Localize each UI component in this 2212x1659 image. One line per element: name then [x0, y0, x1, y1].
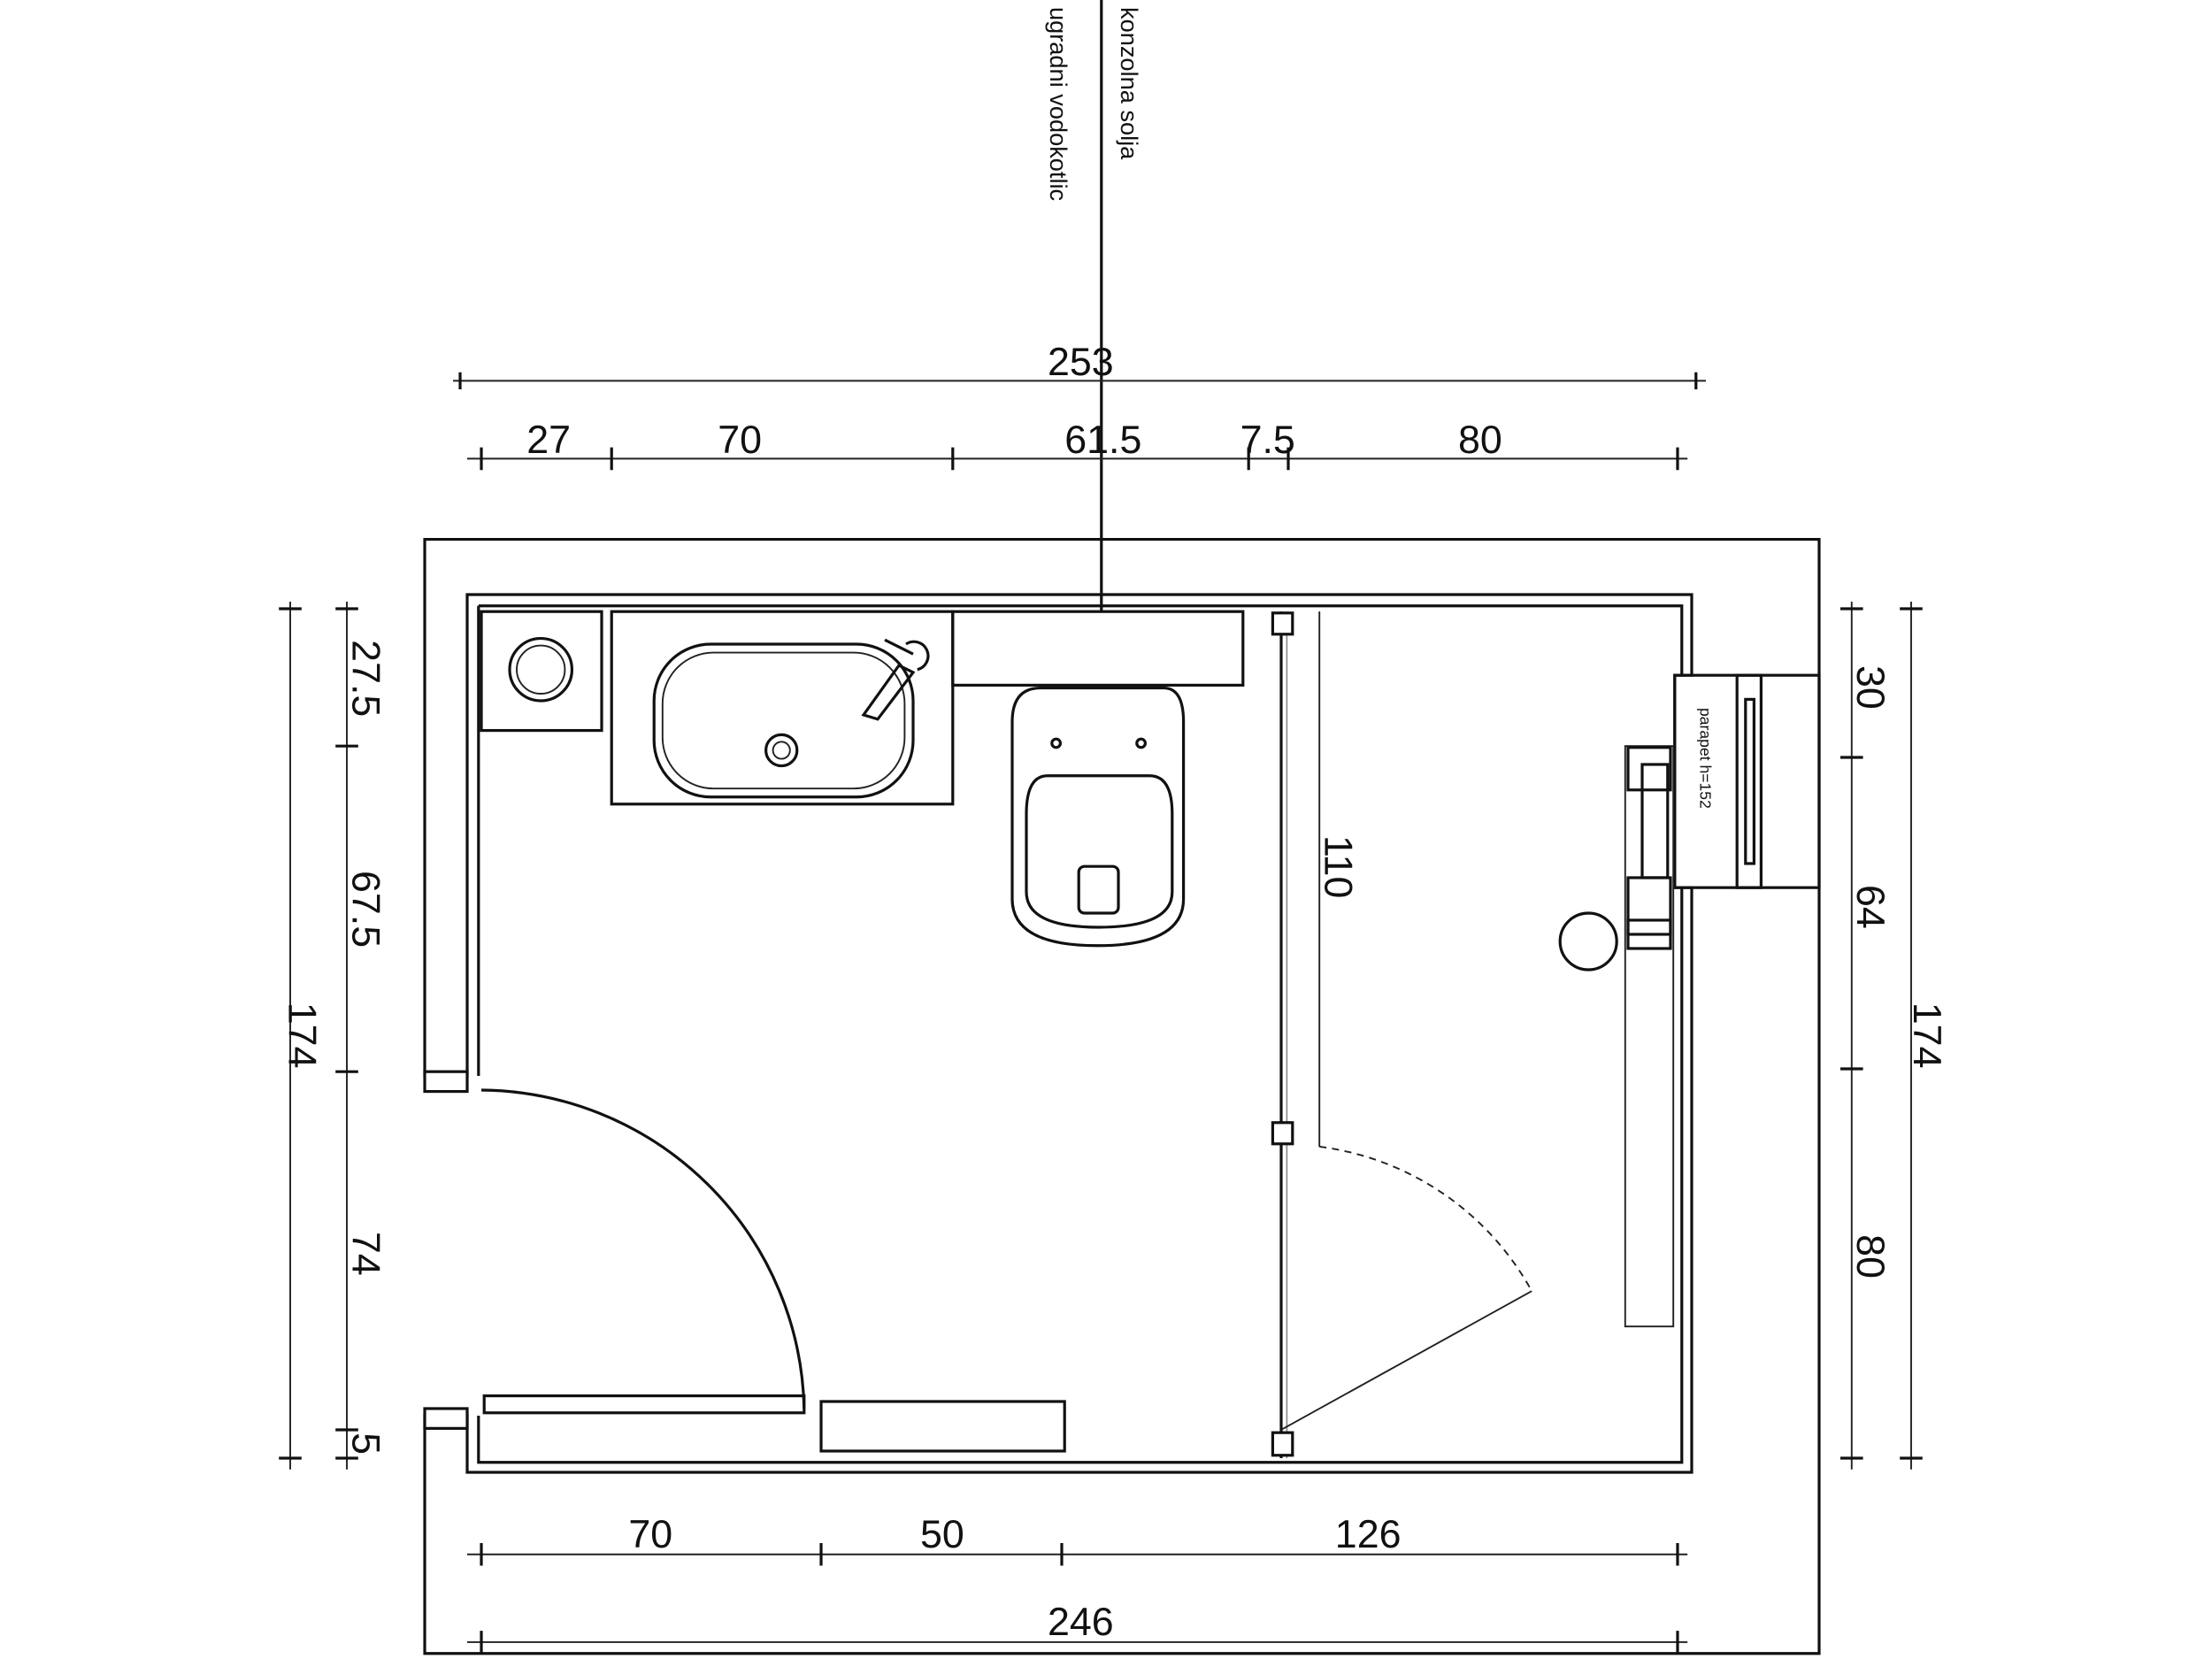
cistern-ledge: [951, 610, 1245, 687]
shower-fittings: [1558, 745, 1675, 1328]
bench: [819, 1400, 1066, 1453]
dim-top-3: 61.5: [1064, 418, 1141, 462]
leader-label-konzolna-solja: konzolna solja: [1116, 7, 1143, 160]
window-parapet-label: parapet h=152: [1697, 708, 1715, 809]
dim-left-4: 5: [343, 1432, 388, 1455]
dim-left-2: 67.5: [343, 871, 388, 948]
washbasin: [610, 610, 955, 806]
dim-bottom-2: 50: [920, 1512, 964, 1556]
dim-top-1: 27: [526, 418, 571, 462]
dim-bottom-1: 70: [628, 1512, 672, 1556]
dim-top-5: 80: [1458, 418, 1502, 462]
walls: [423, 537, 1821, 1655]
dim-partition: 110: [1317, 835, 1361, 898]
entry-door: [481, 1088, 806, 1415]
leader-label-ugradni-vodokotlic: ugradni vodokotlic: [1045, 7, 1072, 201]
dimension-lines: [289, 380, 1912, 1643]
dimension-ticks: [279, 372, 1923, 1654]
dim-right-2: 64: [1848, 885, 1893, 929]
shower-door: [1280, 1146, 1533, 1431]
wall-hung-toilet: [1010, 686, 1186, 948]
dim-top-2: 70: [718, 418, 762, 462]
dim-left-total: 174: [280, 1002, 324, 1069]
dim-bottom-3: 126: [1335, 1512, 1402, 1556]
dim-right-1: 30: [1848, 665, 1893, 710]
glass-partition: [1271, 611, 1294, 1458]
dim-top-4: 7.5: [1240, 418, 1295, 462]
dim-left-1: 27.5: [343, 640, 388, 717]
floor-drain: [480, 610, 603, 733]
dim-left-3: 74: [343, 1232, 388, 1276]
dim-right-3: 80: [1848, 1234, 1893, 1279]
dim-top-total: 253: [1048, 340, 1114, 384]
window: parapet h=152: [1673, 673, 1821, 889]
dim-bottom-total: 246: [1048, 1600, 1114, 1644]
dim-right-total: 174: [1905, 1002, 1949, 1069]
